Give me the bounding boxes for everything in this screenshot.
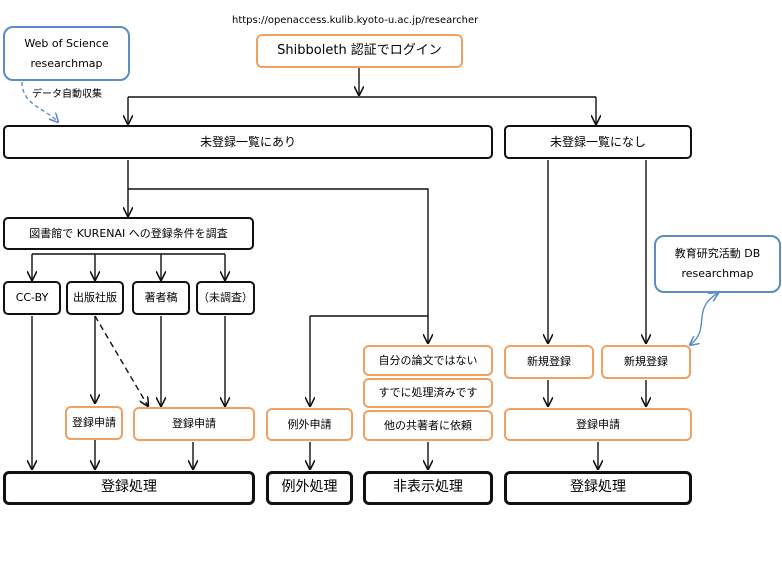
author-manuscript-label: 著者稿	[144, 291, 178, 305]
uninvestigated-box: （未調査）	[196, 281, 255, 315]
not-mine-box: 自分の論文ではない	[363, 345, 493, 376]
ask-coauthor-label: 他の共著者に依頼	[384, 418, 472, 432]
investigate-label: 図書館で KURENAI への登録条件を調査	[29, 226, 228, 240]
not-registered-list-label: 未登録一覧になし	[549, 134, 646, 149]
already-done-box: すでに処理済みです	[363, 378, 493, 408]
sources-right-box: 教育研究活動 DB researchmap	[654, 235, 781, 293]
new-registration-box-2: 新規登録	[601, 345, 691, 379]
process-right-box: 登録処理	[504, 471, 692, 505]
uninvestigated-label: （未調査）	[198, 291, 253, 305]
registered-list-label: 未登録一覧にあり	[199, 134, 296, 149]
not-mine-label: 自分の論文ではない	[378, 353, 478, 367]
hide-process-box: 非表示処理	[363, 471, 493, 505]
apply-right-box: 登録申請	[504, 408, 692, 441]
new-registration-label-1: 新規登録	[527, 355, 571, 369]
not-registered-list-box: 未登録一覧になし	[504, 125, 692, 159]
exception-apply-label: 例外申請	[287, 417, 332, 431]
apply-right-label: 登録申請	[576, 417, 620, 431]
exception-process-label: 例外処理	[281, 479, 338, 496]
login-box: Shibboleth 認証でログイン	[256, 34, 463, 68]
publisher-version-box: 出版社版	[66, 281, 124, 315]
login-label: Shibboleth 認証でログイン	[277, 42, 442, 58]
apply-left-label: 登録申請	[72, 416, 116, 430]
already-done-label: すでに処理済みです	[378, 386, 478, 400]
exception-process-box: 例外処理	[266, 471, 353, 505]
new-registration-box-1: 新規登録	[504, 345, 594, 379]
process-right-label: 登録処理	[570, 479, 626, 496]
sources-top-box: Web of Science researchmap	[3, 26, 130, 81]
ask-coauthor-box: 他の共著者に依頼	[363, 410, 493, 441]
process-left-label: 登録処理	[101, 479, 157, 496]
auto-collect-label: データ自動収集	[32, 89, 102, 100]
publisher-version-label: 出版社版	[73, 291, 117, 305]
apply-mid-box: 登録申請	[133, 407, 255, 441]
url-label: https://openaccess.kulib.kyoto-u.ac.jp/r…	[232, 15, 479, 26]
exception-apply-box: 例外申請	[266, 408, 353, 441]
source-kyoto-db: 教育研究活動 DB	[674, 247, 761, 261]
hide-process-label: 非表示処理	[393, 479, 463, 496]
ccby-box: CC-BY	[3, 281, 61, 315]
apply-mid-label: 登録申請	[172, 417, 216, 431]
source-researchmap: researchmap	[30, 56, 103, 70]
author-manuscript-box: 著者稿	[132, 281, 190, 315]
apply-left-box: 登録申請	[65, 406, 123, 440]
investigate-box: 図書館で KURENAI への登録条件を調査	[3, 217, 254, 250]
ccby-label: CC-BY	[15, 291, 49, 305]
source-wos: Web of Science	[24, 36, 109, 50]
source-researchmap-right: researchmap	[681, 267, 754, 280]
new-registration-label-2: 新規登録	[624, 355, 668, 369]
registered-list-box: 未登録一覧にあり	[3, 125, 493, 159]
process-left-box: 登録処理	[3, 471, 255, 505]
